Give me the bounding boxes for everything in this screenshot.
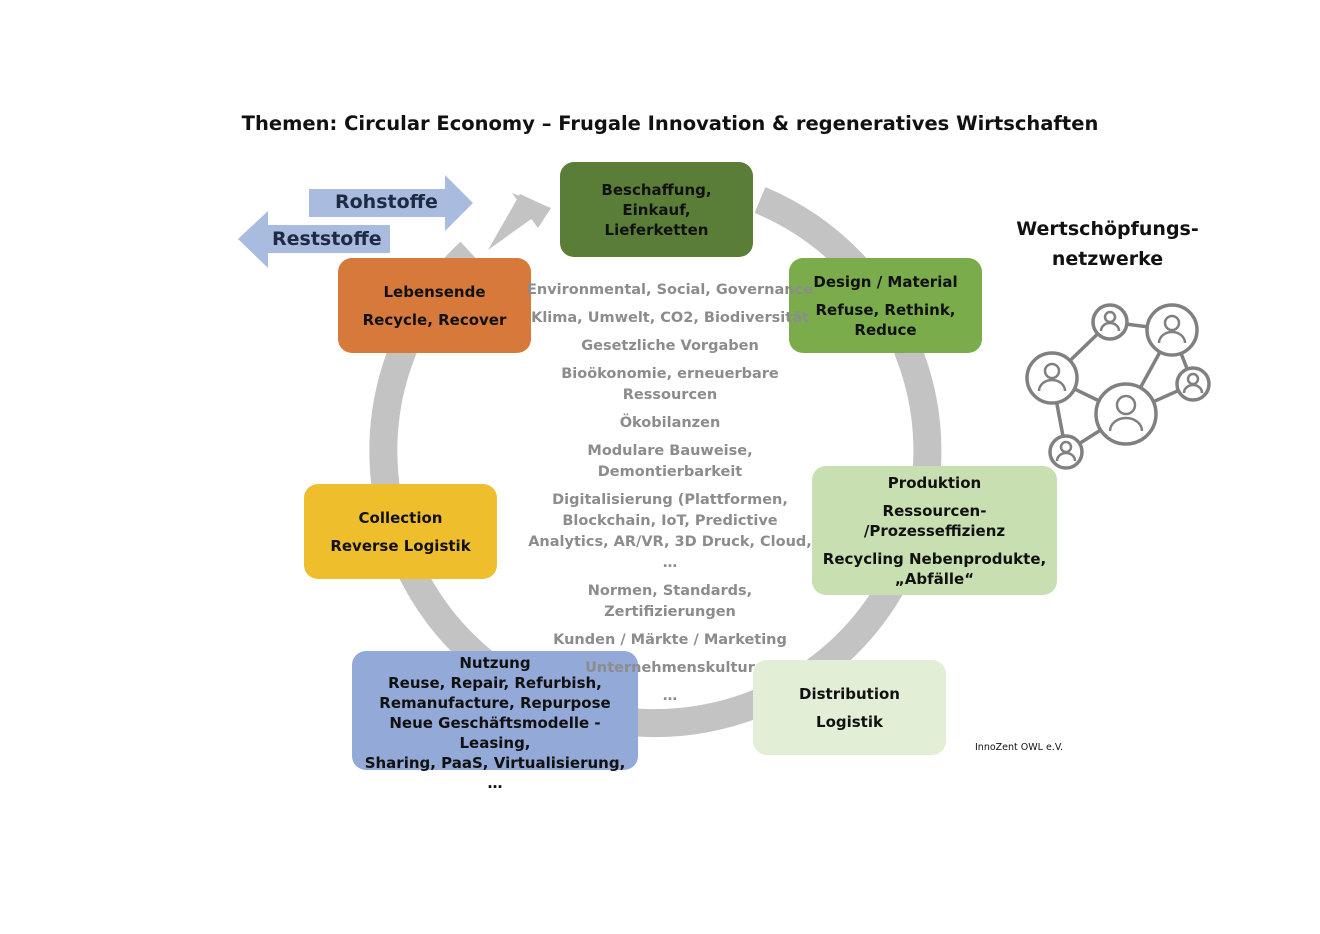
credit-text: InnoZent OWL e.V. <box>975 742 1064 753</box>
network-title: Wertschöpfungs- netzwerke <box>1000 214 1215 274</box>
topic-item: Gesetzliche Vorgaben <box>581 338 759 354</box>
stage-nutzung-line-6: Neue Geschäftsmodelle - Leasing, <box>389 714 601 752</box>
network-people-icon <box>1025 303 1211 470</box>
rohstoffe-label: Rohstoffe <box>335 191 438 213</box>
topic-item: Digitalisierung (Plattformen, Blockchain… <box>528 492 812 571</box>
topic-item: Klima, Umwelt, CO2, Biodiversität <box>531 310 809 326</box>
stage-design-line-4: Reduce <box>854 320 917 339</box>
stage-collection: Collection Reverse Logistik <box>304 484 497 579</box>
stage-beschaffung-line-2: Lieferketten <box>604 220 709 239</box>
topic-item: … <box>662 688 678 704</box>
stage-collection-line-1: Collection <box>358 508 443 527</box>
stage-collection-line-3: Reverse Logistik <box>330 536 471 555</box>
stage-nutzung: Nutzung Reuse, Repair, Refurbish, Remanu… <box>352 651 638 792</box>
stage-distribution-line-1: Distribution <box>799 684 900 703</box>
topics-list: Environmental, Social, Governance Klima,… <box>520 280 820 714</box>
stage-produktion-line-4: /Prozesseffizienz <box>863 521 1006 540</box>
topic-item: Environmental, Social, Governance <box>526 282 814 298</box>
stage-nutzung-line-1: Nutzung <box>459 654 531 672</box>
stage-design: Design / Material Refuse, Rethink, Reduc… <box>789 258 982 353</box>
stage-produktion-line-1: Produktion <box>887 473 982 492</box>
stage-nutzung-line-3: Reuse, Repair, Refurbish, <box>388 674 602 692</box>
topic-item: Kunden / Märkte / Marketing <box>553 632 787 648</box>
reststoffe-label: Reststoffe <box>272 228 382 250</box>
stage-produktion-line-7: „Abfälle“ <box>894 569 975 588</box>
stage-nutzung-line-4: Remanufacture, Repurpose <box>379 694 611 712</box>
stage-design-line-1: Design / Material <box>813 272 958 291</box>
topic-item: Modulare Bauweise, Demontierbarkeit <box>587 443 753 480</box>
topic-item: Bioökonomie, erneuerbare Ressourcen <box>561 366 779 403</box>
stage-produktion-line-6: Recycling Nebenprodukte, <box>822 549 1047 568</box>
cycle-arrowhead-tip <box>512 193 551 228</box>
stage-beschaffung-line-1: Beschaffung, Einkauf, <box>601 180 712 219</box>
stage-lebensende-line-3: Recycle, Recover <box>362 310 507 329</box>
topic-item: Ökobilanzen <box>619 415 721 431</box>
reststoffe-arrow <box>238 211 390 268</box>
network-title-line-1: Wertschöpfungs- <box>1016 218 1199 240</box>
page-title: Themen: Circular Economy – Frugale Innov… <box>241 112 1099 135</box>
cycle-ring <box>369 187 942 737</box>
stage-lebensende: Lebensende Recycle, Recover <box>338 258 531 353</box>
stage-produktion-line-3: Ressourcen- <box>882 501 987 520</box>
topic-item: Normen, Standards, Zertifizierungen <box>587 583 753 620</box>
network-title-line-2: netzwerke <box>1051 248 1164 270</box>
stage-design-line-3: Refuse, Rethink, <box>815 300 956 319</box>
stage-nutzung-line-7: Sharing, PaaS, Virtualisierung, … <box>364 754 626 792</box>
rohstoffe-arrow <box>309 175 473 231</box>
stage-beschaffung: Beschaffung, Einkauf, Lieferketten <box>560 162 753 257</box>
topic-item: Unternehmenskultur <box>585 660 755 676</box>
stage-distribution-line-3: Logistik <box>816 712 883 731</box>
stage-distribution: Distribution Logistik <box>753 660 946 755</box>
stage-lebensende-line-1: Lebensende <box>383 282 486 301</box>
stage-produktion: Produktion Ressourcen- /Prozesseffizienz… <box>812 466 1057 595</box>
